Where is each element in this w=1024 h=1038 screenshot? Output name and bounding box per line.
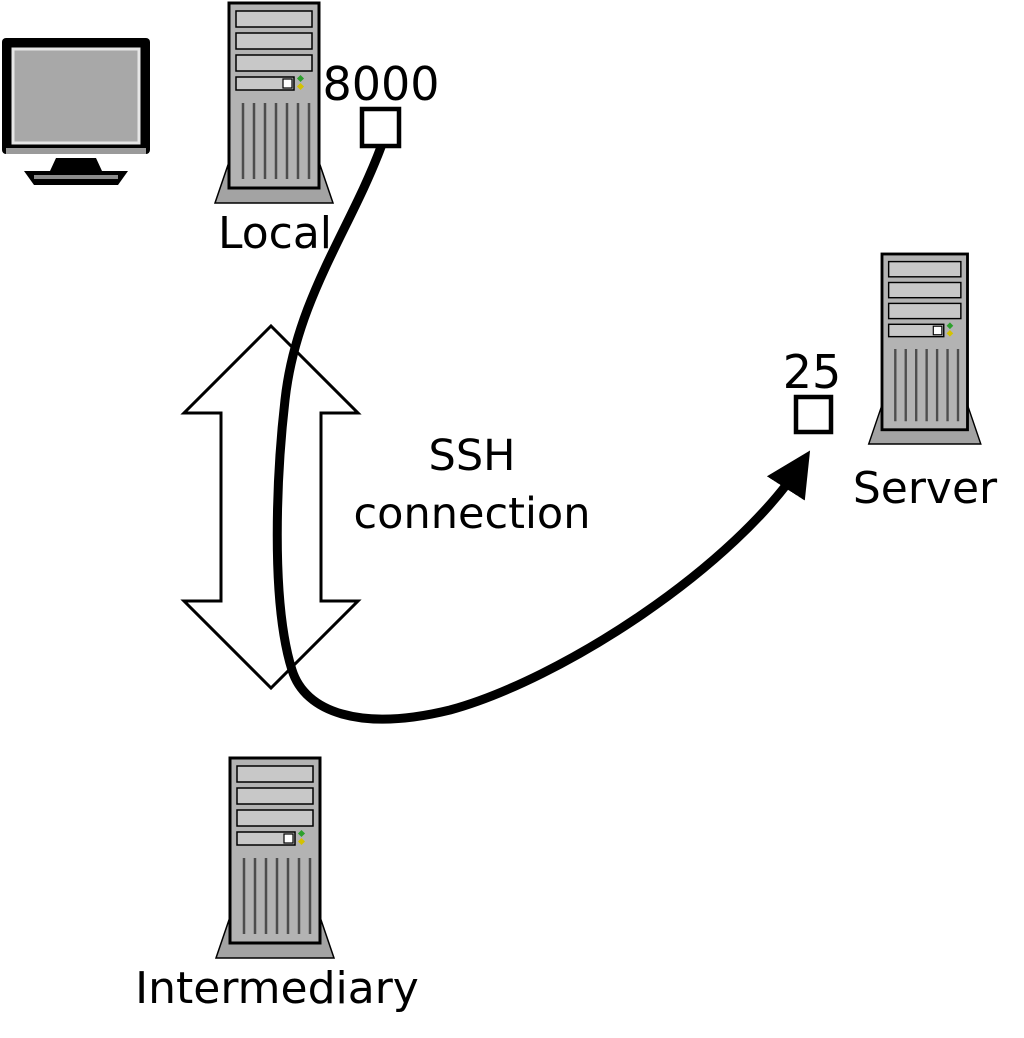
port-8000-box <box>359 106 402 149</box>
tunnel-cable <box>272 142 811 724</box>
ssh-connection-label-line1: SSH <box>429 431 516 481</box>
port-25-label: 25 <box>783 345 842 399</box>
local-tower-icon <box>213 1 335 205</box>
intermediary-tower-icon <box>214 756 336 960</box>
intermediary-label: Intermediary <box>135 963 419 1014</box>
monitor-icon <box>2 38 150 185</box>
ssh-double-arrow <box>180 323 362 691</box>
server-label: Server <box>853 463 998 514</box>
local-label: Local <box>218 208 332 259</box>
port-25-box <box>793 394 834 435</box>
port-8000-label: 8000 <box>322 57 439 111</box>
ssh-connection-label-line2: connection <box>354 489 591 539</box>
server-tower-icon <box>867 252 983 446</box>
